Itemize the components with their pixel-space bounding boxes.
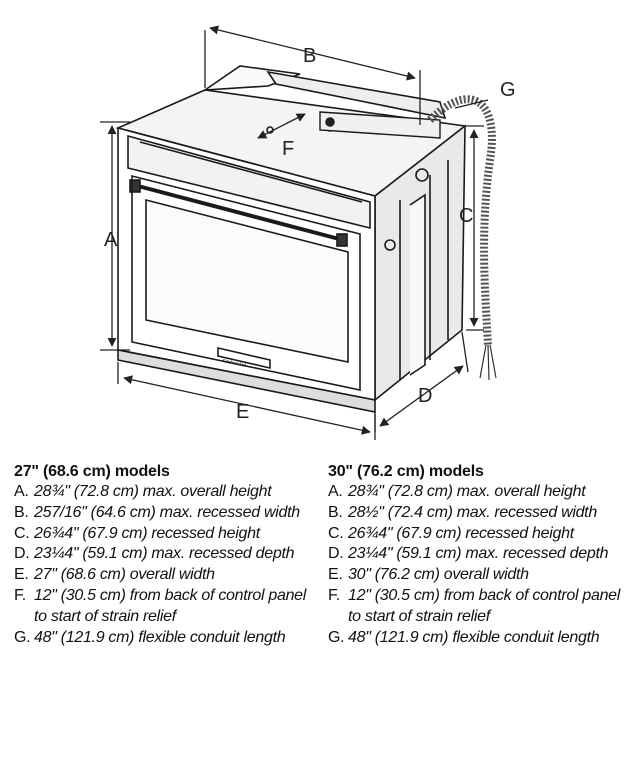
spec-text: 23¼4" (59.1 cm) max. recessed depth [348, 545, 609, 563]
label-d: D [418, 385, 432, 407]
label-a: A [104, 229, 118, 251]
spec-item: B. 28½" (72.4 cm) max. recessed width [328, 503, 628, 524]
spec-text: 12" (30.5 cm) from back of control panel… [34, 586, 307, 625]
spec-text: 26¾4" (67.9 cm) recessed height [348, 524, 574, 542]
dimension-a [100, 121, 130, 351]
label-c: C [459, 205, 473, 227]
oven-body [115, 65, 467, 413]
models-27-specs: 27" (68.6 cm) models A. 28¾" (72.8 cm) ma… [14, 462, 314, 648]
spec-key: B. [328, 503, 343, 521]
dimension-b [204, 25, 421, 125]
junction-box [319, 111, 441, 139]
spec-item: A. 28¾" (72.8 cm) max. overall height [14, 482, 314, 503]
models-30-specs: 30" (76.2 cm) models A. 28¾" (72.8 cm) ma… [328, 462, 628, 648]
spec-key: F. [328, 586, 340, 604]
spec-key: A. [14, 483, 29, 500]
spec-key: B. [14, 503, 29, 521]
spec-item: G.48" (121.9 cm) flexible conduit length [14, 628, 314, 649]
spec-key: A. [328, 483, 343, 500]
spec-item: A. 28¾" (72.8 cm) max. overall height [328, 482, 628, 503]
spec-text: 28¾" (72.8 cm) max. overall height [348, 483, 586, 500]
spec-item: E. 30" (76.2 cm) overall width [328, 565, 628, 586]
spec-text: 23¼4" (59.1 cm) max. recessed depth [34, 545, 295, 563]
spec-text: 28½" (72.4 cm) max. recessed width [348, 503, 597, 521]
spec-text: 48" (121.9 cm) flexible conduit length [348, 628, 600, 646]
spec-text: 12" (30.5 cm) from back of control panel… [348, 586, 621, 625]
flexible-conduit [427, 95, 496, 346]
spec-text: 257/16" (64.6 cm) max. recessed width [34, 503, 300, 521]
spec-item: C.26¾4" (67.9 cm) recessed height [328, 524, 628, 545]
spec-text: 30" (76.2 cm) overall width [348, 566, 529, 584]
spec-key: C. [14, 524, 30, 542]
spec-item: B. 257/16" (64.6 cm) max. recessed width [14, 503, 314, 524]
spec-text: 26¾4" (67.9 cm) recessed height [34, 524, 260, 542]
spec-item: G.48" (121.9 cm) flexible conduit length [328, 628, 628, 649]
spec-text: 27" (68.6 cm) overall width [34, 566, 215, 584]
spec-key: F. [14, 586, 26, 604]
spec-key: D. [14, 545, 30, 563]
spec-text: 28¾" (72.8 cm) max. overall height [34, 483, 272, 500]
spec-item: F. 12" (30.5 cm) from back of control pan… [328, 586, 628, 628]
leader-g [454, 99, 489, 109]
dimension-c [466, 125, 484, 331]
spec-key: D. [328, 545, 344, 563]
label-g: G [500, 79, 516, 101]
badge-text: KitchenAid [222, 358, 247, 369]
label-f: F [282, 138, 294, 160]
spec-item: C.26¾4" (67.9 cm) recessed height [14, 524, 314, 545]
spec-item: D.23¼4" (59.1 cm) max. recessed depth [328, 544, 628, 565]
spec-item: E. 27" (68.6 cm) overall width [14, 565, 314, 586]
spec-item: D.23¼4" (59.1 cm) max. recessed depth [14, 544, 314, 565]
dimension-e [117, 362, 376, 440]
spec-key: E. [328, 566, 343, 584]
models-30-heading: 30" (76.2 cm) models [328, 463, 484, 480]
spec-key: G. [328, 628, 345, 646]
spec-key: C. [328, 524, 344, 542]
spec-text: 48" (121.9 cm) flexible conduit length [34, 628, 286, 646]
spec-item: F. 12" (30.5 cm) from back of control pan… [14, 586, 314, 628]
spec-key: E. [14, 566, 29, 584]
label-e: E [236, 401, 249, 423]
label-b: B [303, 45, 316, 67]
models-27-heading: 27" (68.6 cm) models [14, 463, 170, 480]
spec-key: G. [14, 628, 31, 646]
oven-dimension-diagram: KitchenAid A B C D E [100, 25, 516, 440]
dimension-f [257, 113, 306, 139]
